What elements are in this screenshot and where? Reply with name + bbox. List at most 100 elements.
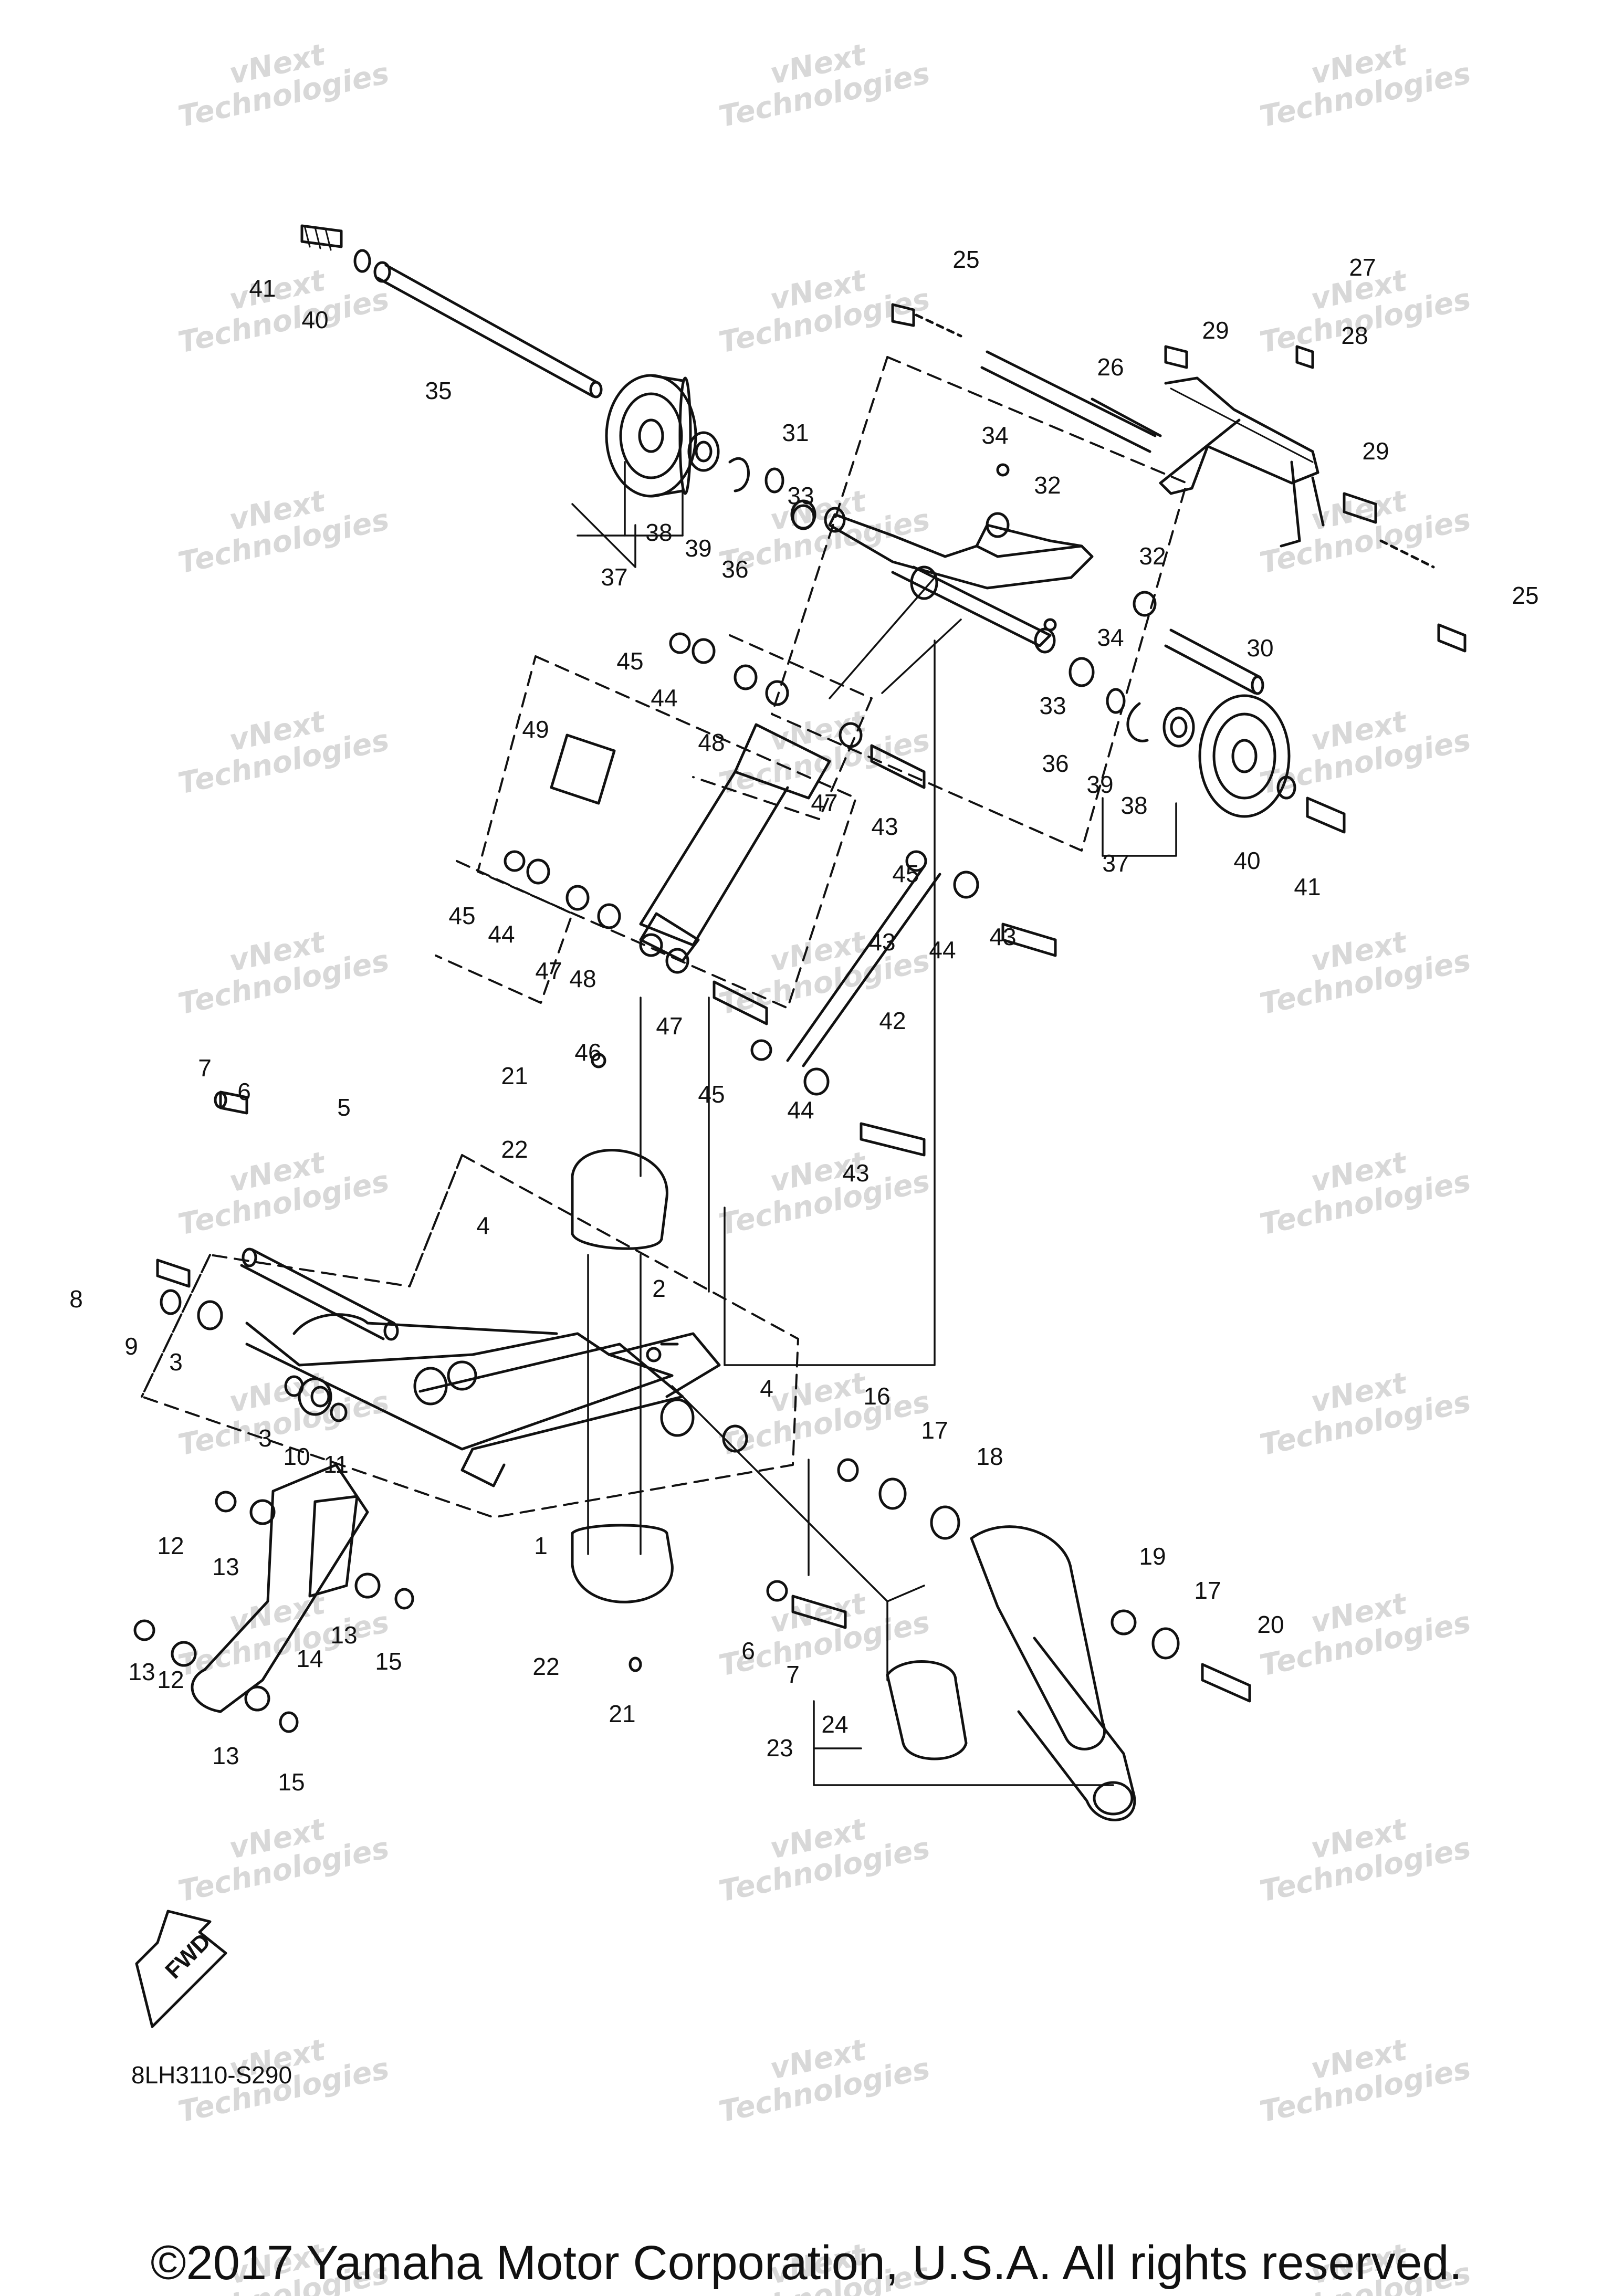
callout-38: 38 [1120,792,1147,819]
callout-22: 22 [501,1136,528,1163]
link-rod [750,850,1057,1157]
callout-9: 9 [124,1333,138,1360]
callout-41: 41 [249,275,276,302]
callout-35: 35 [425,377,452,404]
callout-23: 23 [766,1734,793,1762]
callout-46: 46 [574,1039,601,1066]
group-outlines [141,356,1188,1518]
callout-44: 44 [787,1096,814,1124]
callout-12: 12 [157,1532,184,1559]
callout-4: 4 [760,1375,773,1402]
callout-45: 45 [698,1081,725,1108]
callout-1: 1 [534,1532,548,1559]
callout-30: 30 [1247,634,1273,662]
callout-34: 34 [981,422,1008,449]
strap [133,1463,414,1733]
callout-3: 3 [169,1348,183,1376]
callout-17: 17 [921,1417,948,1444]
callout-6: 6 [237,1078,251,1105]
clamp-halves [571,1053,674,1672]
rear-shock-absorber [837,1458,1251,1821]
callout-17: 17 [1194,1577,1221,1604]
callout-11: 11 [323,1451,349,1478]
callout-42: 42 [879,1007,906,1034]
callout-37: 37 [601,563,627,591]
callout-41: 41 [1294,873,1321,900]
callout-27: 27 [1349,254,1376,281]
callout-44: 44 [651,684,677,711]
callout-45: 45 [616,647,643,675]
callout-43: 43 [842,1159,869,1187]
callout-29: 29 [1362,437,1389,465]
callout-10: 10 [283,1443,310,1470]
callout-26: 26 [1097,353,1124,381]
callout-45: 45 [448,902,475,929]
callout-47: 47 [656,1012,683,1040]
callout-44: 44 [488,920,515,948]
callout-21: 21 [609,1700,635,1727]
callout-43: 43 [871,813,898,840]
upper-swing-arm [790,463,1264,695]
callout-40: 40 [301,306,328,333]
callout-13: 13 [128,1658,155,1685]
callout-39: 39 [685,534,711,562]
callout-7: 7 [786,1661,800,1688]
callout-47: 47 [535,957,562,984]
callout-19: 19 [1139,1543,1166,1570]
callout-33: 33 [787,482,814,509]
callout-34: 34 [1097,624,1124,651]
callout-49: 49 [522,716,549,743]
right-idler-wheel [1106,688,1346,834]
callout-25: 25 [952,246,979,273]
callout-32: 32 [1139,542,1166,570]
callout-13: 13 [330,1621,357,1649]
callout-14: 14 [296,1645,323,1672]
copyright-notice: ©2017 Yamaha Motor Corporation, U.S.A. A… [150,2236,1463,2290]
callout-21: 21 [501,1062,528,1089]
rear-axle-assembly [300,224,815,530]
callout-32: 32 [1034,471,1061,499]
callout-20: 20 [1257,1611,1284,1638]
callout-4: 4 [476,1212,490,1239]
callout-40: 40 [1233,847,1260,874]
callout-25: 25 [1512,582,1538,609]
callout-47: 47 [811,789,837,816]
leader-lines [571,461,1177,1786]
callout-15: 15 [278,1768,305,1796]
callout-37: 37 [1102,850,1129,877]
callout-48: 48 [569,965,596,992]
callout-22: 22 [532,1653,559,1680]
callout-38: 38 [645,519,672,546]
fwd-arrow: FWD [135,1910,227,2028]
callout-7: 7 [198,1054,212,1082]
callout-3: 3 [258,1424,272,1452]
fwd-label: FWD [160,1928,215,1984]
callout-43: 43 [989,923,1016,950]
callout-36: 36 [1042,750,1069,777]
callout-33: 33 [1039,692,1066,719]
drawing-code: 8LH3110-S290 [131,2061,292,2089]
upper-shock-absorber [504,632,926,1025]
callout-2: 2 [652,1275,666,1302]
callout-5: 5 [337,1094,351,1121]
callout-8: 8 [69,1285,83,1313]
callout-31: 31 [782,419,809,446]
